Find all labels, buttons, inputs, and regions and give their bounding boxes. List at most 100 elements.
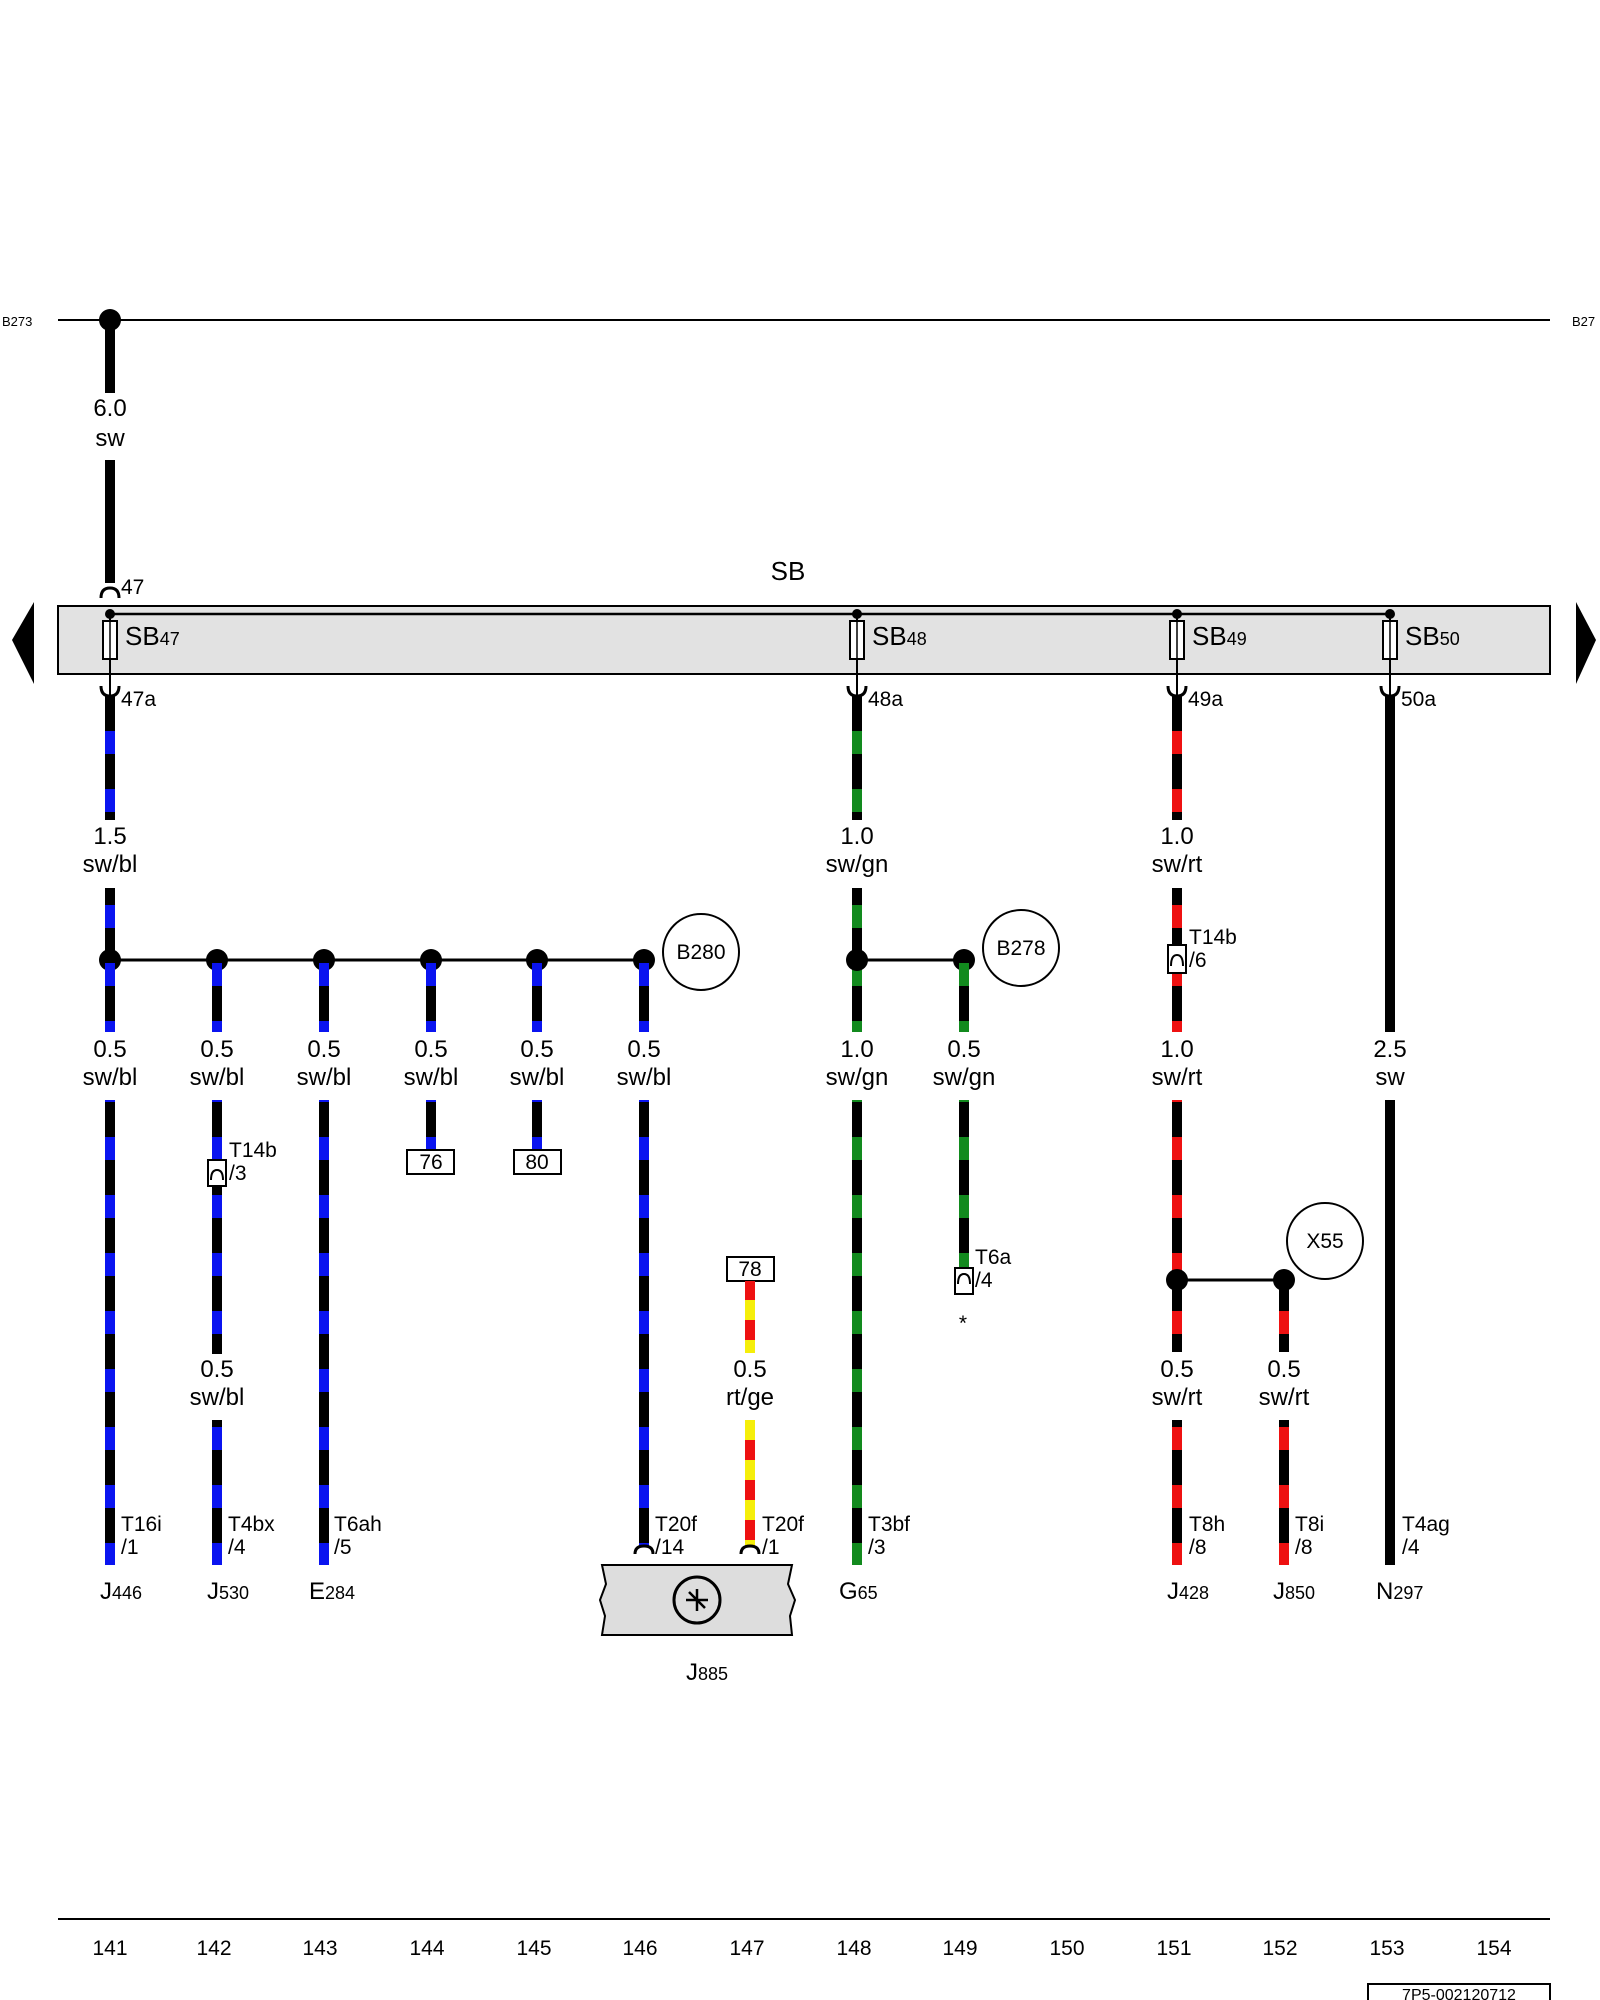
wire-144-drop — [426, 960, 436, 1032]
connector-t16i-1-pin: /1 — [121, 1536, 139, 1559]
svg-text:SB47: SB47 — [125, 621, 180, 651]
connector-t8i-8-name: T8i — [1295, 1513, 1324, 1536]
splice-x55-label: X55 — [1306, 1230, 1343, 1253]
wire-151-low-color: sw/rt — [1152, 1384, 1203, 1411]
connector-t4bx-4-pin: /4 — [228, 1536, 246, 1559]
splice-b278-label: B278 — [996, 937, 1045, 960]
wire-152-gauge: 0.5 — [1267, 1356, 1300, 1383]
grid-number: 141 — [92, 1937, 127, 1960]
connector-t16i-1-name: T16i — [121, 1513, 162, 1536]
connector-t14b-3-name: T14b — [229, 1139, 277, 1162]
wire-153-gauge: 2.5 — [1373, 1036, 1406, 1063]
feed-pin-label: 47 — [121, 576, 144, 599]
fuse-sb50: SB50 50a — [1379, 609, 1460, 711]
wire-146-color: sw/bl — [617, 1064, 672, 1091]
wire-145-lower — [532, 1100, 542, 1150]
connector-t6ah-5-pin: /5 — [334, 1536, 352, 1559]
pin-t20f-14-icon — [633, 1544, 655, 1555]
ref-box-78-label: 78 — [738, 1258, 761, 1281]
ref-box-80[interactable] — [513, 1149, 562, 1175]
wire-153-upper — [1385, 696, 1395, 1032]
component-g65: G65 — [839, 1578, 878, 1605]
component-j885: J885 — [686, 1659, 728, 1686]
connector-t4bx-4-name: T4bx — [228, 1513, 275, 1536]
splice-x55-circle — [1286, 1202, 1364, 1280]
wire-152-bottom — [1279, 1420, 1289, 1565]
ref-box-80-label: 80 — [525, 1151, 548, 1174]
wire-142-low-gauge: 0.5 — [200, 1356, 233, 1383]
fuse-sb48-num: 48 — [907, 629, 927, 649]
wire-151-upper — [1172, 696, 1182, 820]
wire-141-upper — [105, 696, 115, 820]
wire-149-gauge: 0.5 — [947, 1036, 980, 1063]
wire-141-gauge: 0.5 — [93, 1036, 126, 1063]
wire-151-gauge: 1.0 — [1160, 1036, 1193, 1063]
fuse-block-title: SB — [771, 556, 806, 586]
wire-141-mid — [105, 888, 115, 960]
connector-t8h-8-name: T8h — [1189, 1513, 1225, 1536]
wire-153-color: sw — [1375, 1064, 1405, 1091]
wire-153-lower — [1385, 1100, 1395, 1565]
wire-147-color: rt/ge — [726, 1384, 774, 1411]
component-j530: J530 — [207, 1578, 249, 1605]
component-n297: N297 — [1376, 1578, 1423, 1605]
page-next-arrow-icon[interactable] — [1576, 602, 1596, 684]
wire-148-top-gauge: 1.0 — [840, 823, 873, 850]
wire-146-lower — [639, 1100, 649, 1546]
connector-t14b-6-pin: /6 — [1189, 949, 1207, 972]
fuse-sb47-out-pin: 47a — [121, 688, 156, 711]
fuse-sb47-num: 47 — [160, 629, 180, 649]
fuse-sb49: SB49 49a — [1166, 609, 1247, 711]
page-prev-arrow-icon[interactable] — [12, 602, 34, 684]
connector-t20f-14-pin: /14 — [655, 1536, 685, 1559]
svg-text:SB48: SB48 — [872, 621, 927, 651]
feed-wire-upper — [105, 320, 115, 393]
wire-148-top-color: sw/gn — [826, 851, 889, 878]
wire-141-color: sw/bl — [83, 1064, 138, 1091]
wire-143-gauge: 0.5 — [307, 1036, 340, 1063]
grid-number: 145 — [516, 1937, 551, 1960]
module-j885-symbol-icon — [672, 1575, 722, 1625]
ref-box-76-label: 76 — [419, 1151, 442, 1174]
connector-t3bf-3-name: T3bf — [868, 1513, 910, 1536]
component-j850: J850 — [1273, 1578, 1315, 1605]
wire-142-gauge: 0.5 — [200, 1036, 233, 1063]
connector-t14b-3-pin: /3 — [229, 1162, 247, 1185]
svg-text:SB50: SB50 — [1405, 621, 1460, 651]
grid-number: 142 — [196, 1937, 231, 1960]
grid-number: 154 — [1476, 1937, 1511, 1960]
diagram-id-label: 7P5-002120712 — [1402, 1987, 1516, 2000]
ref-box-76[interactable] — [406, 1149, 455, 1175]
grid-number: 152 — [1262, 1937, 1297, 1960]
fuse-sb49-num: 49 — [1227, 629, 1247, 649]
grid-number: 143 — [302, 1937, 337, 1960]
component-e284: E284 — [309, 1578, 355, 1605]
wire-149-lower — [959, 1100, 969, 1268]
connector-t14b-6-icon — [1167, 944, 1187, 974]
bus-left-label: B273 — [2, 314, 32, 329]
wire-145-color: sw/bl — [510, 1064, 565, 1091]
connector-t20f-14-name: T20f — [655, 1513, 697, 1536]
connector-t8i-8-pin: /8 — [1295, 1536, 1313, 1559]
wire-141-top-gauge: 1.5 — [93, 823, 126, 850]
wire-147-gauge: 0.5 — [733, 1356, 766, 1383]
wire-152-color: sw/rt — [1259, 1384, 1310, 1411]
wire-144-gauge: 0.5 — [414, 1036, 447, 1063]
wire-149-color: sw/gn — [933, 1064, 996, 1091]
wire-142-drop — [212, 960, 222, 1032]
fuse-block-bar — [57, 605, 1551, 675]
connector-t3bf-3-pin: /3 — [868, 1536, 886, 1559]
wire-148-upper — [852, 696, 862, 820]
wire-143-lower — [319, 1100, 329, 1565]
wire-145-gauge: 0.5 — [520, 1036, 553, 1063]
component-j446: J446 — [100, 1578, 142, 1605]
footnote-asterisk: * — [959, 1312, 967, 1335]
ref-box-78[interactable] — [726, 1256, 775, 1282]
connector-t6a-4-icon — [954, 1267, 974, 1295]
wire-148-lower — [852, 1100, 862, 1565]
connector-t14b-3-icon — [207, 1159, 227, 1187]
component-j428: J428 — [1167, 1578, 1209, 1605]
wire-143-color: sw/bl — [297, 1064, 352, 1091]
wire-141-lower — [105, 1100, 115, 1565]
